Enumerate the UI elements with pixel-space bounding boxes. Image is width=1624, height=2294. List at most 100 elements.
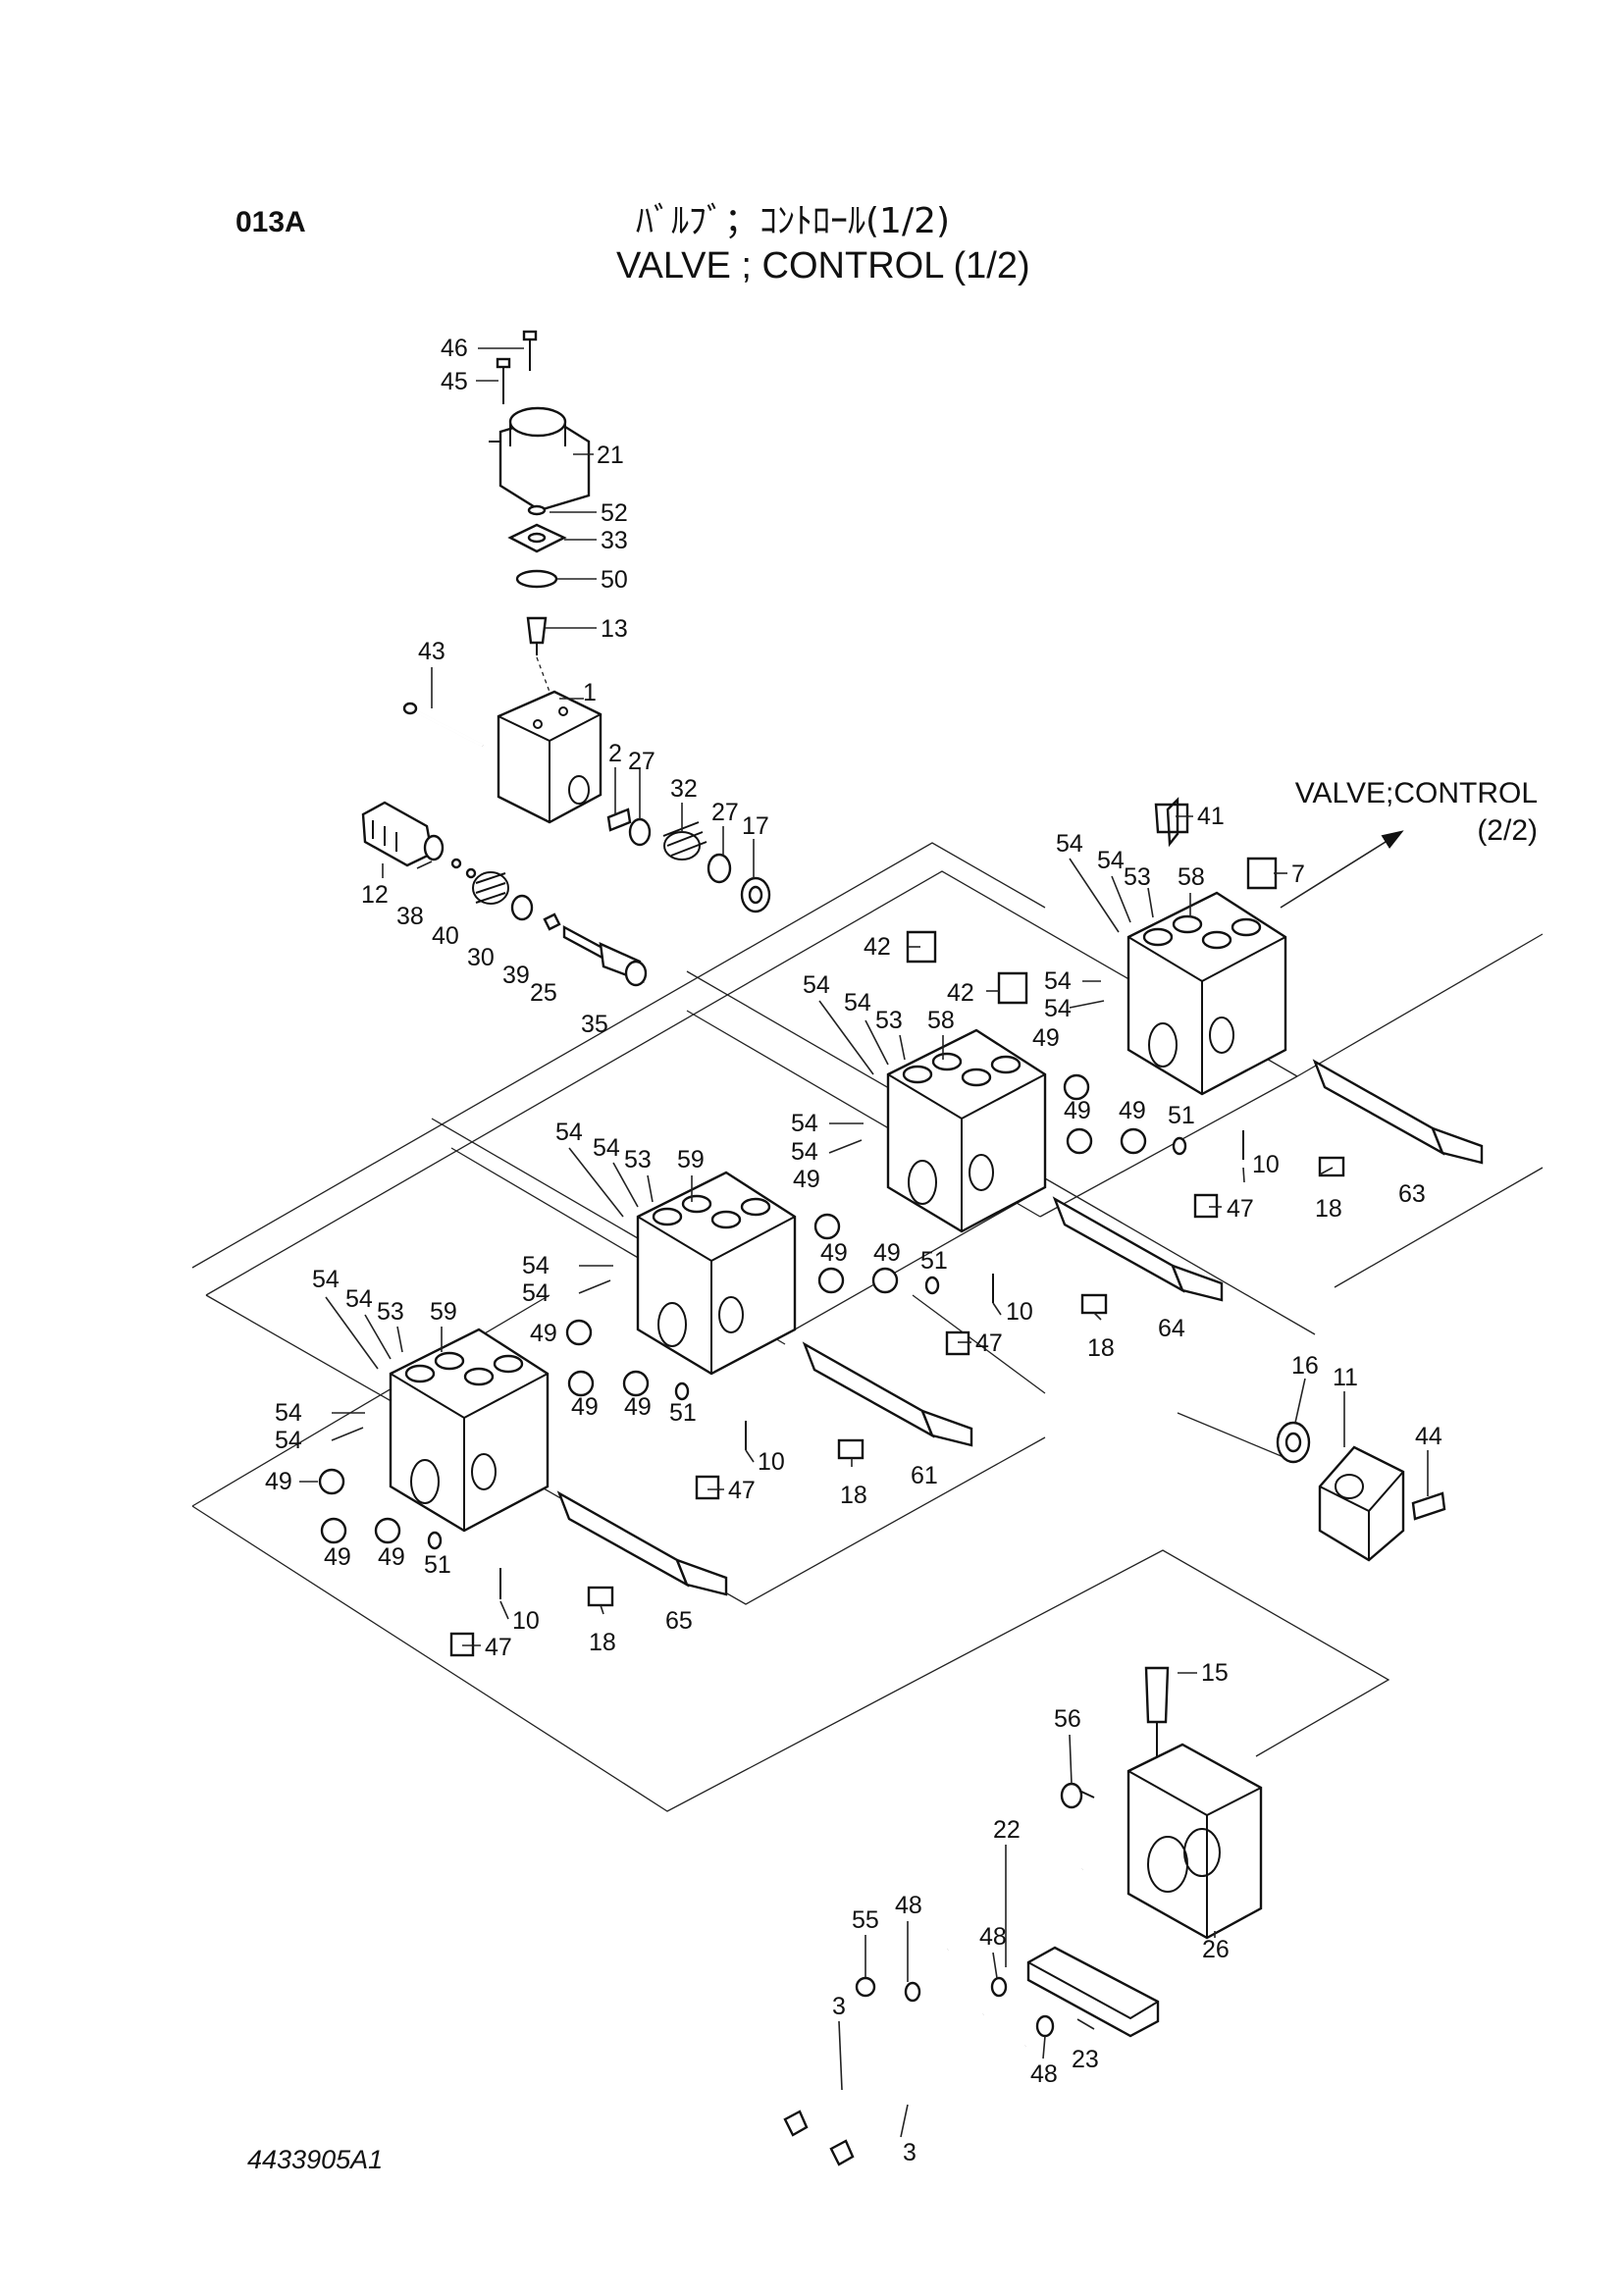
valve-section-61[interactable]	[565, 1171, 973, 1500]
part-label[interactable]: 48	[979, 1923, 1007, 1951]
part-label[interactable]: 49	[265, 1468, 292, 1495]
part-label[interactable]: 51	[424, 1551, 451, 1579]
part-label[interactable]: 7	[1291, 860, 1305, 888]
part-label[interactable]: 53	[624, 1146, 652, 1173]
part-label[interactable]: 49	[378, 1543, 405, 1571]
part-label[interactable]: 51	[1168, 1102, 1195, 1129]
part-label[interactable]: 46	[441, 335, 468, 362]
part-label[interactable]: 59	[430, 1298, 457, 1326]
end-plate-26[interactable]	[1060, 1666, 1263, 1940]
part-label[interactable]: 51	[669, 1399, 697, 1427]
part-label[interactable]: 54	[1056, 830, 1083, 858]
part-label[interactable]: 10	[1252, 1151, 1280, 1178]
part-label[interactable]: 54	[275, 1399, 302, 1427]
part-label[interactable]: 54	[522, 1252, 550, 1279]
part-label[interactable]: 17	[742, 812, 769, 840]
part-label[interactable]: 13	[601, 615, 628, 643]
part-label[interactable]: 10	[1006, 1298, 1033, 1326]
pilot-valve-body[interactable]	[402, 656, 602, 824]
part-label[interactable]: 1	[583, 679, 597, 706]
part-label[interactable]: 59	[677, 1146, 705, 1173]
part-label[interactable]: 49	[1064, 1097, 1091, 1124]
part-label[interactable]: 11	[1333, 1364, 1358, 1391]
part-label[interactable]: 3	[903, 2139, 917, 2166]
part-label[interactable]: 3	[832, 1993, 846, 2020]
part-label[interactable]: 26	[1202, 1936, 1230, 1963]
spring-stack-right[interactable]	[606, 808, 771, 913]
part-label[interactable]: 48	[895, 1892, 922, 1919]
part-label[interactable]: 54	[1044, 995, 1072, 1022]
part-label[interactable]: 58	[927, 1007, 955, 1034]
part-label[interactable]: 49	[624, 1393, 652, 1421]
part-label[interactable]: 54	[345, 1285, 373, 1313]
part-label[interactable]: 54	[275, 1427, 302, 1454]
part-label[interactable]: 33	[601, 527, 628, 554]
end-cover-11[interactable]	[1276, 1421, 1446, 1562]
part-label[interactable]: 35	[581, 1011, 608, 1038]
part-label[interactable]: 49	[1119, 1097, 1146, 1124]
part-label[interactable]: 18	[1315, 1195, 1342, 1223]
part-label[interactable]: 49	[793, 1166, 820, 1193]
part-label[interactable]: 18	[840, 1482, 867, 1509]
part-label[interactable]: 55	[852, 1906, 879, 1934]
part-label[interactable]: 54	[593, 1134, 620, 1162]
spool-stack-left[interactable]	[361, 801, 648, 987]
part-label[interactable]: 54	[1044, 967, 1072, 995]
part-label[interactable]: 54	[791, 1110, 818, 1137]
part-label[interactable]: 27	[711, 799, 739, 826]
part-label[interactable]: 58	[1178, 863, 1205, 891]
part-label[interactable]: 49	[324, 1543, 351, 1571]
part-label[interactable]: 27	[628, 748, 655, 775]
part-label[interactable]: 42	[947, 979, 974, 1007]
part-label[interactable]: 10	[758, 1448, 785, 1476]
part-label[interactable]: 25	[530, 979, 557, 1007]
tie-rods-and-bracket[interactable]	[783, 1867, 1160, 2166]
part-label[interactable]: 38	[396, 903, 424, 930]
part-label[interactable]: 54	[791, 1138, 818, 1166]
part-label[interactable]: 12	[361, 881, 389, 909]
part-label[interactable]: 22	[993, 1816, 1021, 1844]
part-label[interactable]: 42	[864, 933, 891, 961]
part-label[interactable]: 23	[1072, 2046, 1099, 2073]
part-label[interactable]: 41	[1197, 803, 1225, 830]
part-label[interactable]: 18	[589, 1629, 616, 1656]
part-label[interactable]: 16	[1291, 1352, 1319, 1380]
part-label[interactable]: 45	[441, 368, 468, 395]
part-label[interactable]: 53	[1124, 863, 1151, 891]
part-label[interactable]: 51	[920, 1247, 948, 1275]
part-label[interactable]: 53	[875, 1007, 903, 1034]
part-label[interactable]: 32	[670, 775, 698, 803]
part-label[interactable]: 47	[485, 1634, 512, 1661]
part-label[interactable]: 52	[601, 499, 628, 527]
part-label[interactable]: 49	[571, 1393, 599, 1421]
part-label[interactable]: 53	[377, 1298, 404, 1326]
valve-section-65[interactable]	[318, 1328, 728, 1657]
part-label[interactable]: 54	[844, 989, 871, 1017]
part-label[interactable]: 47	[728, 1477, 756, 1504]
part-label[interactable]: 40	[432, 922, 459, 950]
part-label[interactable]: 50	[601, 566, 628, 594]
part-label[interactable]: 10	[512, 1607, 540, 1635]
part-label[interactable]: 2	[608, 740, 622, 767]
part-label[interactable]: 54	[1097, 847, 1125, 874]
part-label[interactable]: 63	[1398, 1180, 1426, 1208]
valve-section-64[interactable]	[813, 930, 1224, 1356]
part-label[interactable]: 15	[1201, 1659, 1229, 1687]
part-label[interactable]: 64	[1158, 1315, 1185, 1342]
solenoid-stack[interactable]	[489, 330, 591, 655]
part-label[interactable]: 48	[1030, 2060, 1058, 2088]
valve-section-63[interactable]	[1063, 797, 1484, 1219]
continuation-reference[interactable]: VALVE;CONTROL (2/2)	[1241, 775, 1538, 850]
part-label[interactable]: 49	[820, 1239, 848, 1267]
part-label[interactable]: 49	[873, 1239, 901, 1267]
part-label[interactable]: 65	[665, 1607, 693, 1635]
part-label[interactable]: 54	[522, 1279, 550, 1307]
part-label[interactable]: 43	[418, 638, 445, 665]
part-label[interactable]: 18	[1087, 1334, 1115, 1362]
part-label[interactable]: 47	[975, 1329, 1003, 1357]
part-label[interactable]: 39	[502, 962, 530, 989]
part-label[interactable]: 54	[312, 1266, 340, 1293]
part-label[interactable]: 54	[555, 1119, 583, 1146]
part-label[interactable]: 54	[803, 971, 830, 999]
part-label[interactable]: 49	[1032, 1024, 1060, 1052]
